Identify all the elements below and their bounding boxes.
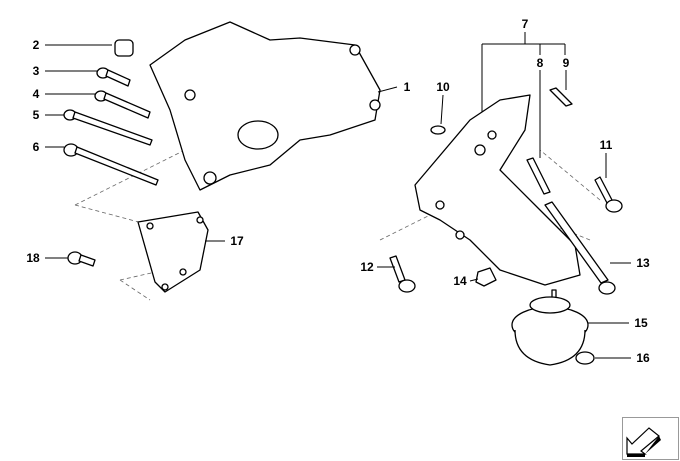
callout-17: 17 <box>230 234 244 248</box>
bolt-part-11 <box>594 176 623 213</box>
callout-15: 15 <box>634 316 648 330</box>
pin-part-9 <box>549 87 573 107</box>
navigation-arrow-button[interactable] <box>622 417 679 460</box>
callout-11: 11 <box>599 138 613 152</box>
ring-part-10 <box>430 125 446 135</box>
callout-10: 10 <box>436 80 450 94</box>
callout-3: 3 <box>32 64 40 78</box>
callout-7: 7 <box>521 17 529 31</box>
bolt-part-4 <box>94 90 151 119</box>
callout-12: 12 <box>360 260 374 274</box>
leader-lines <box>45 32 631 359</box>
callout-2: 2 <box>32 38 40 52</box>
bolt-part-12 <box>389 255 416 293</box>
callout-5: 5 <box>32 108 40 122</box>
callout-1: 1 <box>403 80 411 94</box>
bolt-part-3 <box>96 67 131 87</box>
callout-9: 9 <box>562 56 570 70</box>
callout-6: 6 <box>32 140 40 154</box>
pin-part-8 <box>526 157 551 195</box>
nut-part-14 <box>475 267 497 287</box>
nut-part-16 <box>575 351 595 365</box>
callout-14: 14 <box>453 274 467 288</box>
bracket-part-1 <box>149 21 381 191</box>
bracket-part-17 <box>137 211 209 293</box>
rubber-mount-part-15 <box>511 289 589 366</box>
callout-13: 13 <box>636 256 650 270</box>
bolt-part-6 <box>63 143 159 186</box>
bolt-part-18 <box>67 251 96 267</box>
dashed-guides <box>74 149 601 301</box>
callout-18: 18 <box>26 251 40 265</box>
sleeve-part-2 <box>114 39 134 57</box>
mount-bracket-part-7 <box>414 94 581 286</box>
callout-16: 16 <box>636 351 650 365</box>
callout-4: 4 <box>32 87 40 101</box>
bolt-part-13 <box>544 201 616 295</box>
arrow-down-left-icon <box>626 427 661 457</box>
callout-8: 8 <box>536 56 544 70</box>
bolt-part-5 <box>63 109 153 146</box>
